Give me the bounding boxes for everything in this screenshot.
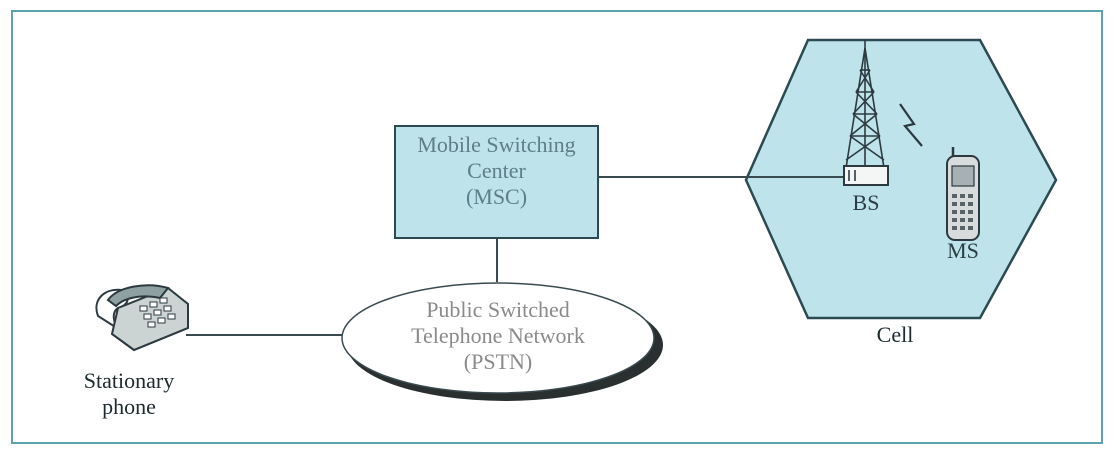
msc-label-line3: (MSC) — [465, 183, 528, 209]
msc-label-line1: Mobile Switching — [417, 132, 576, 157]
antenna-tower-icon — [843, 40, 889, 186]
pstn-label-line3: (PSTN) — [463, 348, 533, 374]
stationary-phone-label-line2: phone — [102, 393, 156, 419]
msc-box — [394, 125, 599, 239]
msc-label-line2: Center — [467, 157, 526, 183]
desk-phone-icon — [95, 284, 189, 352]
pstn-label: Public Switched Telephone Network (PSTN) — [342, 297, 654, 375]
pstn-label-line1: Public Switched — [426, 297, 570, 322]
pstn-label-line2: Telephone Network — [411, 322, 585, 348]
lightning-signal-icon — [899, 103, 923, 147]
cell-label: Cell — [876, 322, 914, 347]
cell-hexagon — [744, 38, 1058, 320]
stationary-phone-label: Stationary phone — [64, 368, 194, 420]
bs-label: BS — [852, 190, 880, 215]
pstn-ellipse — [341, 282, 655, 394]
stationary-phone-label-line1: Stationary — [83, 368, 175, 393]
ms-label: MS — [947, 238, 979, 263]
msc-label: Mobile Switching Center (MSC) — [395, 132, 598, 210]
mobile-phone-icon — [946, 147, 980, 241]
